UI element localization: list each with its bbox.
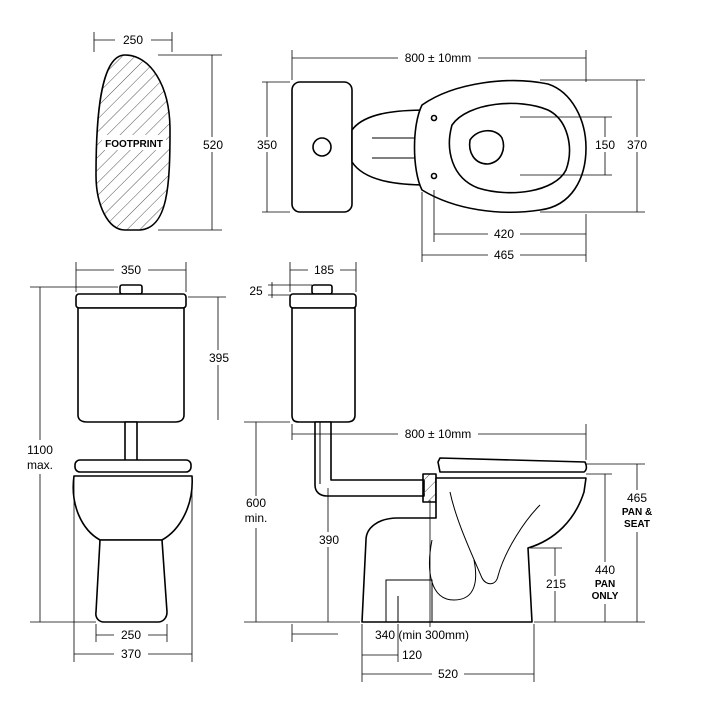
dim-side-seat-height-note-1: PAN &: [622, 507, 652, 518]
dim-footprint-width: 250: [123, 33, 143, 47]
dim-side-seat-height-note-2: SEAT: [624, 519, 650, 530]
dim-side-cistern-bottom: 600: [246, 496, 266, 510]
dim-side-cistern-bottom-note: min.: [245, 511, 268, 525]
front-bowl: [72, 475, 193, 541]
footprint-view: FOOTPRINT 250 520: [93, 32, 229, 231]
side-cistern: [291, 307, 356, 423]
dim-side-pan-length: 520: [438, 667, 458, 681]
dim-plan-cistern-depth: 350: [257, 138, 277, 152]
dim-side-inlet: 390: [319, 533, 339, 547]
dim-side-seat-height: 465: [627, 491, 647, 505]
dim-side-button: 25: [249, 284, 263, 298]
dim-side-pan-height-note-1: PAN: [595, 579, 615, 590]
front-pedestal: [95, 539, 168, 623]
dim-front-cistern-height: 395: [209, 351, 229, 365]
dim-side-overall: 800 ± 10mm: [405, 427, 472, 441]
dim-plan-seat-opening: 150: [595, 138, 615, 152]
front-flush-pipe: [124, 421, 138, 463]
plan-button: [312, 137, 332, 157]
dim-plan-bowl-width: 370: [627, 138, 647, 152]
side-bowl-interior: [449, 491, 541, 585]
plan-water-spot: [468, 129, 505, 165]
dim-side-setout: 340 (min 300mm): [375, 628, 469, 642]
side-pan: [361, 477, 587, 623]
dim-front-height-max-note: max.: [27, 458, 53, 472]
dim-side-pan-height: 440: [595, 563, 615, 577]
side-foot: [385, 579, 433, 622]
side-pipe-connector: [422, 473, 437, 503]
side-cistern-lid: [289, 293, 357, 309]
plan-view: 800 ± 10mm 350 150 370 420 465: [252, 50, 654, 262]
front-cistern-lid: [75, 293, 187, 309]
front-button: [119, 284, 143, 295]
dim-footprint-length: 520: [203, 138, 223, 152]
front-view: 350 395 1100 max. 250 370: [20, 262, 235, 662]
dim-front-pan-width: 370: [121, 647, 141, 661]
side-flush-pipe: [314, 421, 425, 497]
dim-side-foot: 120: [402, 648, 422, 662]
footprint-label: FOOTPRINT: [105, 139, 163, 150]
dim-side-cistern-depth: 185: [314, 263, 334, 277]
side-button: [311, 284, 333, 295]
plan-bowl: [448, 102, 571, 194]
dim-plan-overall: 800 ± 10mm: [405, 51, 472, 65]
dim-side-pan-height-note-2: ONLY: [592, 591, 619, 602]
dim-plan-seat-length: 420: [494, 227, 514, 241]
dim-front-cistern-width: 350: [121, 263, 141, 277]
front-seat: [74, 459, 192, 473]
front-cistern: [77, 307, 185, 423]
dim-front-height-max: 1100: [27, 443, 53, 457]
side-seat: [437, 457, 588, 473]
dim-side-outlet: 215: [546, 577, 566, 591]
dim-front-pan-base: 250: [121, 628, 141, 642]
side-view: 185 25 800 ± 10mm 600 min. 390 215 46: [238, 262, 658, 682]
dim-plan-pan-length: 465: [494, 248, 514, 262]
